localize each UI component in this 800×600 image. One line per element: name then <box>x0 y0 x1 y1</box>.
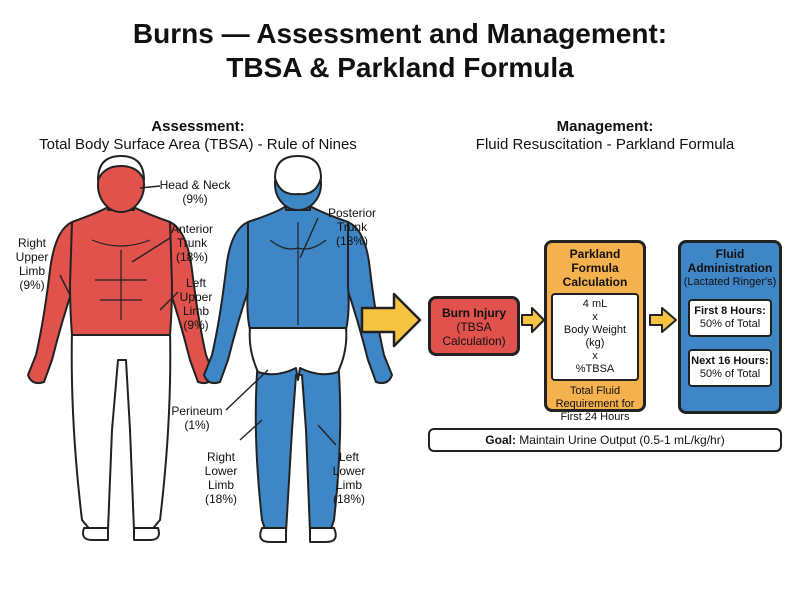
label-right-upper-limb: Right Upper Limb (9%) <box>15 236 49 292</box>
label-head-neck: Head & Neck (9%) <box>159 178 231 206</box>
posterior-right-arm <box>203 221 251 385</box>
fluid-administration-box: Fluid Administration (Lactated Ringer's)… <box>678 240 782 414</box>
posterior-figure <box>203 155 393 543</box>
goal-text: Maintain Urine Output (0.5-1 mL/kg/hr) <box>519 433 725 447</box>
page-title-line1: Burns — Assessment and Management: <box>132 18 668 49</box>
anterior-figure <box>27 155 215 541</box>
assessment-subtitle: Total Body Surface Area (TBSA) - Rule of… <box>39 136 357 153</box>
next-16-hours-box: Next 16 Hours: 50% of Total <box>688 349 772 387</box>
assessment-heading: Assessment: Total Body Surface Area (TBS… <box>18 118 378 154</box>
parkland-formula-box: Parkland Formula Calculation 4 mL x Body… <box>544 240 646 423</box>
first-8-hours-box: First 8 Hours: 50% of Total <box>688 299 772 337</box>
label-leader-lines <box>59 185 337 446</box>
posterior-perineum <box>248 327 348 381</box>
goal-label: Goal: <box>485 433 516 447</box>
label-posterior-trunk: Posterior Trunk (18%) <box>327 206 377 248</box>
burn-injury-box: Burn Injury (TBSA Calculation) <box>428 296 520 356</box>
parkland-formula-inner: 4 mL x Body Weight (kg) x %TBSA <box>551 293 639 381</box>
label-left-upper-limb: Left Upper Limb (9%) <box>179 276 213 332</box>
posterior-legs <box>254 359 342 533</box>
management-heading: Management: Fluid Resuscitation - Parkla… <box>425 118 785 154</box>
posterior-left-arm <box>345 221 393 385</box>
anterior-legs <box>70 329 172 535</box>
management-title: Management: <box>556 118 654 135</box>
goal-box: Goal: Maintain Urine Output (0.5-1 mL/kg… <box>428 428 782 452</box>
arrow-burn-to-parkland <box>521 307 545 333</box>
arrow-parkland-to-fluid <box>649 307 677 333</box>
label-anterior-trunk: Anterior Trunk (18%) <box>170 222 214 264</box>
anterior-right-arm <box>27 221 75 385</box>
label-perineum: Perineum (1%) <box>171 404 223 432</box>
page-title-line2: TBSA & Parkland Formula <box>226 52 574 83</box>
label-right-lower-limb: Right Lower Limb (18%) <box>204 450 238 506</box>
label-left-lower-limb: Left Lower Limb (18%) <box>332 450 366 506</box>
assessment-title: Assessment: <box>151 118 245 135</box>
management-subtitle: Fluid Resuscitation - Parkland Formula <box>475 136 735 153</box>
burn-injury-title: Burn Injury <box>441 306 506 320</box>
transition-arrow <box>360 292 422 348</box>
